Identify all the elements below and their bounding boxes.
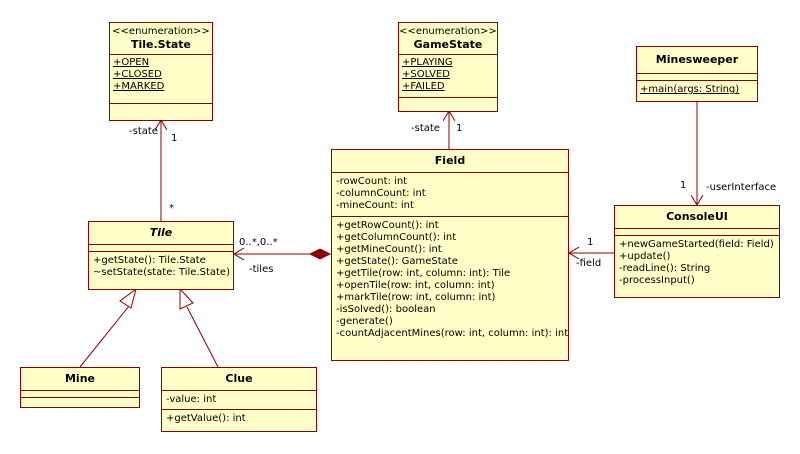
class-tile[interactable]: Tile +getState(): Tile.State ~setState(s… [88,221,234,290]
class-name: GameState [413,38,483,51]
attribute: -columnCount: int [336,188,426,199]
stereotype-label: <<enumeration>> [399,26,497,37]
enum-literal: +SOLVED [402,69,450,80]
operation: ~setState(state: Tile.State) [93,267,230,278]
class-name: ConsoleUI [666,210,728,223]
role-label-state-game: -state [411,123,440,134]
class-tile-state[interactable]: <<enumeration>> Tile.State +OPEN +CLOSED… [109,22,213,121]
class-name: Tile [149,226,173,239]
attribute: -rowCount: int [336,176,408,187]
class-clue[interactable]: Clue -value: int +getValue(): int [161,367,317,432]
operation: -isSolved(): boolean [336,304,436,315]
operation: +openTile(row: int, column: int) [336,280,495,291]
operation: +update() [619,251,671,262]
enum-literal: +FAILED [402,81,445,92]
class-minesweeper[interactable]: Minesweeper +main(args: String) [636,46,758,102]
class-name: Field [434,154,466,167]
attribute: -value: int [166,394,217,405]
multiplicity-label: 1 [171,133,178,144]
stereotype-label: <<enumeration>> [112,26,210,37]
multiplicity-label: 1 [587,237,594,248]
class-name: Mine [64,372,95,385]
role-label-user-interface: -userInterface [706,182,777,193]
class-field[interactable]: Field -rowCount: int -columnCount: int -… [331,149,569,361]
enum-literal: +MARKED [113,81,165,92]
operation: +getMineCount(): int [336,244,442,255]
class-mine[interactable]: Mine [20,367,140,408]
class-name: Tile.State [130,38,191,51]
operation: +getValue(): int [166,413,246,424]
multiplicity-label: 0..*,0..* [239,237,278,248]
multiplicity-label: 1 [456,123,463,134]
operation: +newGameStarted(field: Field) [619,239,774,250]
class-console-ui[interactable]: ConsoleUI +newGameStarted(field: Field) … [614,205,780,298]
class-game-state[interactable]: <<enumeration>> GameState +PLAYING +SOLV… [398,22,498,112]
operation: +getTile(row: int, column: int): Tile [336,268,511,279]
enum-literal: +PLAYING [402,57,453,68]
generalization-mine [79,305,130,368]
generalization-mine-head [119,287,137,309]
operation: -readLine(): String [619,263,711,274]
class-name: Minesweeper [655,53,739,66]
multiplicity-label: * [169,203,174,214]
class-name: Clue [225,372,253,385]
role-label-state-tile: -state [129,126,158,137]
operation: +main(args: String) [640,84,740,95]
composition-diamond [308,248,332,260]
enum-literal: +OPEN [113,57,150,68]
operation: +getState(): Tile.State [93,255,206,266]
operation: -processInput() [619,275,695,286]
operation: -generate() [336,316,393,327]
operation: -countAdjacentMines(row: int, column: in… [336,328,569,339]
attribute: -mineCount: int [336,200,414,211]
multiplicity-label: 1 [680,180,687,191]
generalization-clue [186,306,219,368]
operation: +markTile(row: int, column: int) [336,292,496,303]
role-label-tiles: -tiles [249,264,274,275]
enum-literal: +CLOSED [113,69,162,80]
operation: +getColumnCount(): int [336,232,457,243]
operation: +getRowCount(): int [336,220,439,231]
role-label-field: -field [576,258,602,269]
operation: +getState(): GameState [336,256,458,267]
generalization-clue-head [179,287,194,310]
